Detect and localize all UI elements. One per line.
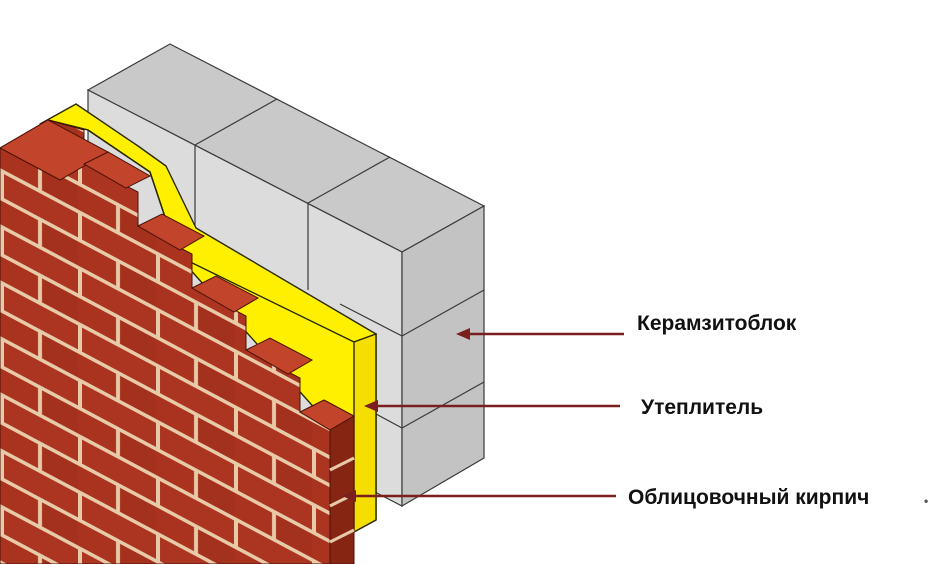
insulation-layer [39, 103, 377, 534]
block-joint [194, 98, 278, 146]
callout-arrows [342, 328, 624, 502]
brick-top [82, 151, 152, 189]
arrowhead-block [456, 328, 470, 340]
brick-top [190, 275, 260, 313]
facing-brick-wall [0, 119, 356, 564]
insulation-side-face [353, 333, 377, 534]
block-joint [375, 413, 403, 429]
label-facing-brick: Облицовочный кирпич [628, 486, 870, 509]
arrowhead-brick [342, 490, 356, 502]
brick-side-face [329, 415, 355, 564]
block-joint [401, 289, 485, 337]
block-joint [307, 156, 391, 204]
block-joint [339, 303, 403, 337]
block-side-face [401, 204, 485, 508]
brick-mortar-line [329, 456, 355, 472]
arrowhead-insulation [364, 400, 378, 412]
brick-top [136, 213, 206, 251]
label-insulation: Утеплитель [641, 396, 764, 419]
brick-toothing [0, 119, 356, 431]
brick-mortar-line [329, 528, 355, 544]
label-expanded-clay-block: Керамзитоблок [637, 312, 797, 335]
brick-top [244, 337, 314, 375]
stray-mark-icon: • [924, 494, 929, 508]
